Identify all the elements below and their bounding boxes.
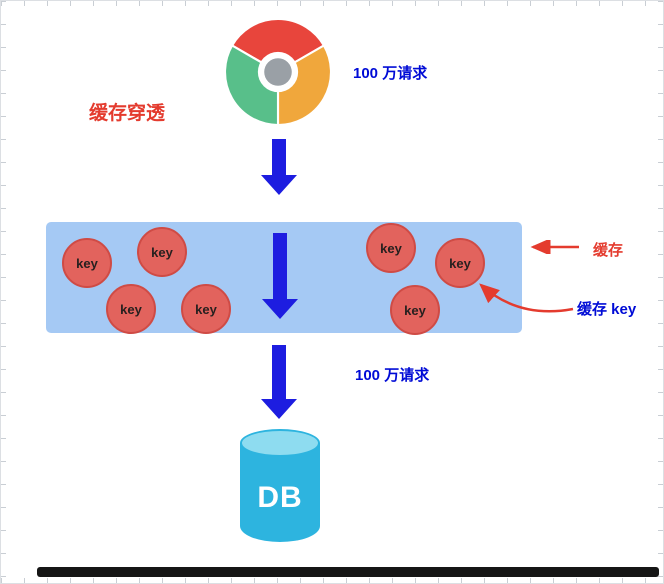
cache-key: key <box>435 238 485 288</box>
ruler-ticks-bottom <box>1 578 663 583</box>
bottom-requests-label: 100 万请求 <box>355 367 430 384</box>
cache-key: key <box>106 284 156 334</box>
arrow-through-cache <box>262 233 298 319</box>
arrow-cache-to-db <box>261 345 297 419</box>
database-body <box>240 443 320 542</box>
database-cylinder-icon: DB <box>240 429 320 542</box>
ruler-ticks-right <box>658 1 663 583</box>
ruler-ticks-top <box>1 1 663 6</box>
chrome-browser-icon <box>223 18 333 127</box>
cache-key: key <box>181 284 231 334</box>
cache-key-pointer-arrow <box>479 283 574 313</box>
top-requests-label: 100 万请求 <box>353 65 428 82</box>
cache-key: key <box>137 227 187 277</box>
cache-key-annotation-label: 缓存 key <box>577 301 637 318</box>
arrow-browser-to-cache <box>261 139 297 195</box>
cache-key: key <box>390 285 440 335</box>
cache-annotation-label: 缓存 <box>593 242 624 259</box>
cache-pointer-arrow <box>530 240 579 254</box>
diagram-title: 缓存穿透 <box>89 103 166 124</box>
database-label: DB <box>257 481 303 514</box>
cache-key: key <box>62 238 112 288</box>
ruler-ticks-left <box>1 1 6 583</box>
window-bottom-edge <box>37 567 659 577</box>
database-top-ellipse <box>240 429 320 457</box>
chrome-icon <box>223 18 333 127</box>
cache-key: key <box>366 223 416 273</box>
